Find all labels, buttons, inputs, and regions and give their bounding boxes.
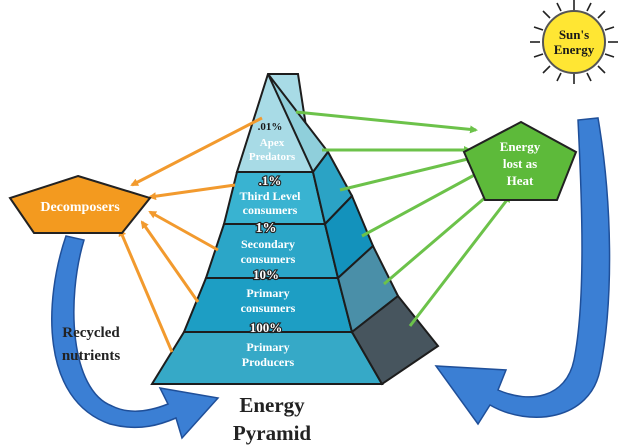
heat-shape xyxy=(462,120,578,201)
level-third-percent: .1% xyxy=(259,173,282,188)
recycled-nutrients-arrow xyxy=(51,235,220,440)
orange-arrow-primary-consumers xyxy=(140,220,200,303)
green-arrow-second xyxy=(339,155,474,192)
level-apex-name-line2: Predators xyxy=(249,151,296,163)
orange-arrow-producers xyxy=(118,228,174,353)
pyramid xyxy=(150,73,440,386)
diagram-title-line2: Pyramid xyxy=(233,421,311,445)
level-producers-name-line1: Primary xyxy=(246,340,289,354)
level-primary-consumers-name-line2: consumers xyxy=(241,301,296,315)
green-arrow-apex xyxy=(295,110,478,134)
recycled-label-line2: nutrients xyxy=(62,348,121,364)
level-secondary-name-line1: Secondary xyxy=(241,237,295,251)
orange-arrow-secondary xyxy=(148,210,219,252)
sun-energy-arrow xyxy=(434,117,611,426)
level-producers-percent: 100% xyxy=(250,320,283,335)
green-arrow-third-side xyxy=(361,170,482,238)
level-apex-percent: .01% xyxy=(258,121,283,133)
decomposers-label: Decomposers xyxy=(40,200,120,215)
orange-arrow-third xyxy=(148,183,236,201)
green-arrow-fourth xyxy=(383,188,496,286)
level-apex-name-line1: Apex xyxy=(260,137,285,149)
heat-label-line1: Energy xyxy=(500,139,541,154)
level-producers-name-line2: Producers xyxy=(242,355,295,369)
diagram-title-line1: Energy xyxy=(239,393,305,417)
decomposer-arrows xyxy=(118,116,263,353)
decomposers-shape xyxy=(8,174,152,234)
level-secondary-name-line2: consumers xyxy=(241,252,296,266)
recycled-label-line1: Recycled xyxy=(62,325,120,341)
heat-arrows xyxy=(295,110,512,327)
heat-label-line3: Heat xyxy=(507,173,534,188)
level-third-name-line1: Third Level xyxy=(239,189,301,203)
level-third-name-line2: consumers xyxy=(243,203,298,217)
green-arrow-fifth xyxy=(408,194,512,327)
orange-arrow-apex xyxy=(130,116,263,187)
sun-label-line2: Energy xyxy=(554,42,595,57)
sun-label-line1: Sun's xyxy=(559,27,589,42)
level-secondary-percent: 1% xyxy=(256,221,277,236)
sun-icon xyxy=(530,0,618,84)
level-primary-consumers-name-line1: Primary xyxy=(246,286,289,300)
level-primary-consumers-percent: 10% xyxy=(253,267,279,282)
heat-label-line2: lost as xyxy=(503,156,537,171)
